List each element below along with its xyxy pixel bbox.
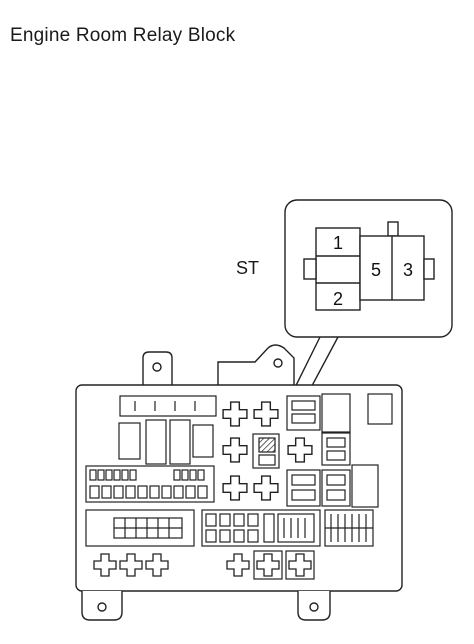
relay-block-components xyxy=(85,393,393,547)
relay-label-st: ST xyxy=(236,258,260,278)
terminal-3-label: 3 xyxy=(403,260,413,280)
terminal-2-label: 2 xyxy=(333,289,343,309)
relay-connector-detail xyxy=(303,221,435,311)
diagram-title: Engine Room Relay Block xyxy=(10,25,236,46)
terminal-5-label: 5 xyxy=(371,260,381,280)
terminal-1-label: 1 xyxy=(333,233,343,253)
plus-fuse-slots xyxy=(93,401,315,580)
